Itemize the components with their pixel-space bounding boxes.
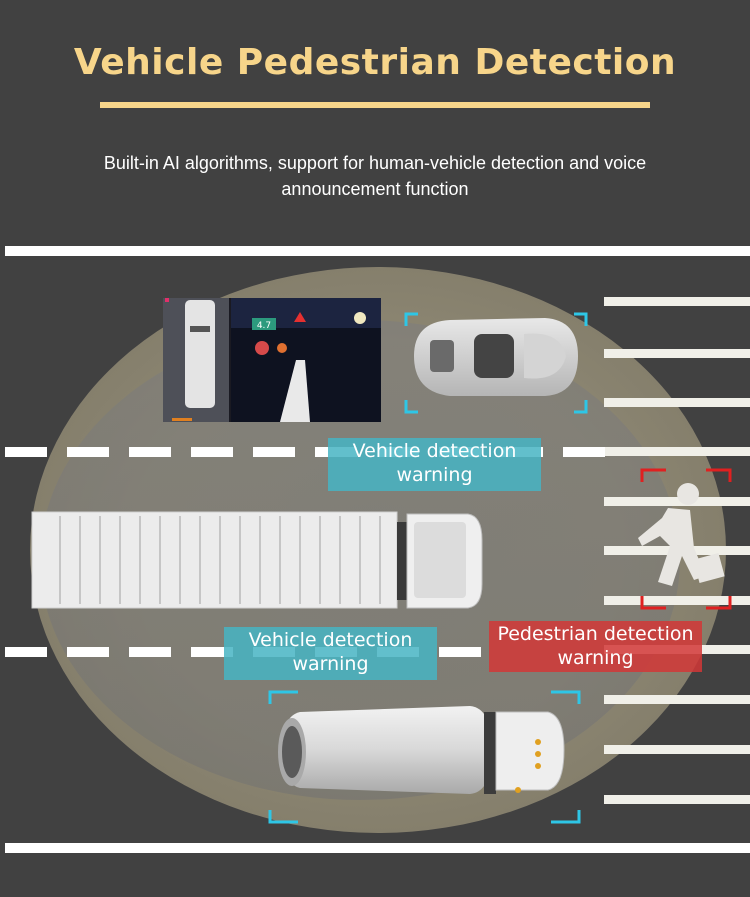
road-edge-bottom (5, 843, 750, 853)
sports-car (414, 318, 578, 396)
vehicle-warning-top-line1: Vehicle detection (352, 440, 517, 462)
car-detection-box (404, 312, 588, 414)
vehicle-warning-top-line2: warning (396, 464, 473, 486)
inset-speed-badge: 4.7 (257, 321, 271, 331)
subtitle: Built-in AI algorithms, support for huma… (75, 150, 675, 202)
pedestrian-warning-line1: Pedestrian detection (497, 623, 694, 645)
vehicle-warning-bottom-line1: Vehicle detection (248, 629, 413, 651)
road-edge-top (5, 246, 750, 256)
pedestrian-warning-line2: warning (557, 647, 634, 669)
pedestrian-detection-box (640, 468, 732, 610)
mixer-truck (278, 706, 565, 794)
inset-screen: 4.7 (163, 298, 381, 422)
pedestrian-figure (638, 483, 725, 586)
title-underline (100, 102, 650, 108)
vehicle-warning-label-bottom: Vehicle detection warning (224, 627, 437, 680)
mixer-detection-box (268, 690, 581, 824)
page-title: Vehicle Pedestrian Detection (73, 42, 677, 83)
inset-topview-vehicle (185, 300, 215, 408)
subtitle-line-1: Built-in AI algorithms, support for huma… (103, 153, 647, 173)
box-truck (31, 511, 483, 609)
vehicle-warning-bottom-line2: warning (292, 653, 369, 675)
pedestrian-warning-label: Pedestrian detection warning (489, 621, 702, 672)
vehicle-warning-label-top: Vehicle detection warning (328, 438, 541, 491)
subtitle-line-2: announcement function (281, 179, 469, 199)
